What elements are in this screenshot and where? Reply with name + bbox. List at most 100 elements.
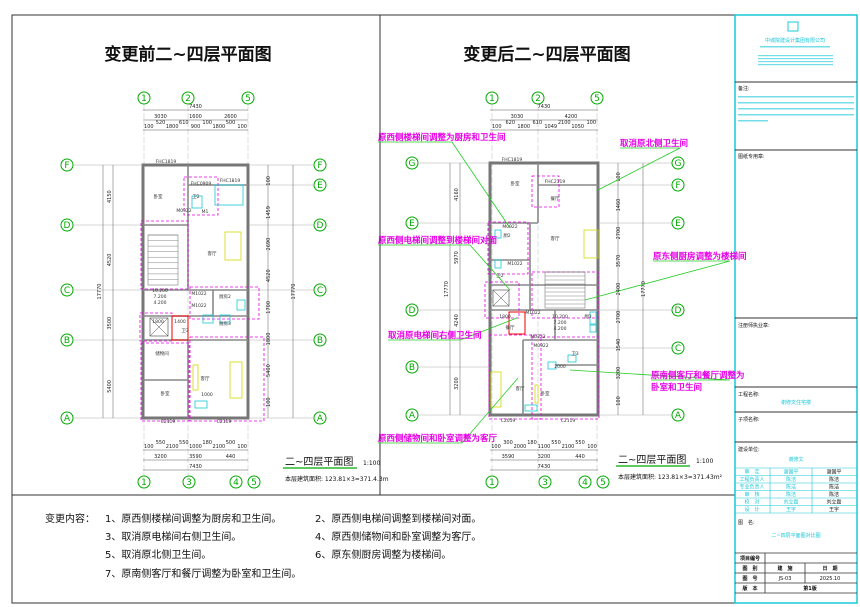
fixture [567, 354, 577, 363]
dimension-text: 610 [179, 120, 189, 126]
role-name: 刘立磊 [783, 499, 798, 506]
fixture [589, 311, 597, 325]
fixture [194, 400, 208, 409]
leader-line [597, 147, 681, 191]
room-label: M0922 [502, 224, 517, 230]
dimension-text: 1540 [616, 339, 622, 352]
axis-label: A [64, 414, 71, 424]
project-value: 谢修文住宅楼 [781, 399, 811, 406]
seal-label: 图纸专用章: [738, 153, 765, 160]
dimension-text: 7430 [189, 104, 202, 110]
exterior-wall [488, 161, 600, 417]
change-zone [140, 220, 189, 290]
room-label: C2119 [217, 419, 232, 425]
axis-label: 5 [594, 94, 600, 104]
dimension-text: 100 [144, 444, 154, 450]
axis-label: 5 [245, 94, 251, 104]
dimension-text: 520 [156, 120, 166, 126]
staircase [147, 234, 179, 286]
dimension-text: 1600 [189, 114, 202, 120]
fixture [236, 299, 246, 311]
room-label: 10.200 [552, 314, 568, 320]
dimension-text: 7430 [538, 464, 551, 470]
dimension-text: 4520 [107, 254, 113, 267]
room-label: 卫2 [496, 273, 503, 279]
dimension-text: 5400 [107, 380, 113, 393]
dimension-text: 500 [226, 120, 236, 126]
leader-line [378, 244, 511, 291]
dimension-text: 4200 [565, 114, 578, 120]
dimension-text: 3570 [616, 255, 622, 268]
axis-label: 5 [600, 478, 606, 488]
role-label: 审 定 [744, 469, 759, 476]
dimension-text: 17770 [291, 284, 297, 300]
signature-table: 审 定谢国平谢国平工程负责人陈洁陈洁专业负责人陈洁陈洁审 核陈洁陈洁校 对刘立磊… [735, 467, 857, 514]
change-annotation: 原西侧楼梯间调整为厨房和卫生间 [378, 132, 506, 143]
room-label: M1022 [191, 291, 206, 297]
room-label: 厨2 [503, 233, 510, 239]
exterior-wall [141, 163, 250, 420]
role-label: 审 核 [744, 491, 759, 498]
role-label: 工程负责人 [739, 476, 764, 483]
plan-scale: 1:100 [696, 458, 713, 465]
axis-label: 1 [489, 94, 495, 104]
role-name: 陈洁 [786, 491, 796, 498]
elevator [149, 317, 169, 337]
axis-label: A [409, 411, 416, 421]
dimension-text: 3200 [154, 454, 167, 460]
fixture [494, 259, 502, 269]
room-label: M1022 [191, 303, 206, 309]
version-label: 版 本 [742, 585, 758, 592]
axis-label: F [64, 161, 69, 171]
axis-label: 4 [582, 478, 588, 488]
axis-bubble [531, 91, 545, 105]
room-label: M1 [202, 209, 209, 215]
dimension-text: 1050 [571, 124, 584, 130]
room-label: 储物间 [155, 350, 169, 357]
axis-label: 2 [535, 94, 541, 104]
axis-label: 1 [489, 478, 495, 488]
axis-label: G [409, 159, 416, 169]
dimension-text: 440 [575, 454, 585, 460]
room-label: 4.200 [154, 300, 167, 306]
plan-caption: 二~四层平面图 [285, 456, 353, 468]
plan-caption: 二~四层平面图 [618, 454, 686, 466]
category-label: 图 别 [742, 565, 757, 572]
change-zone [531, 336, 600, 420]
dimension-text: 180 [527, 440, 537, 446]
role-signature: 陈洁 [829, 491, 839, 498]
leader-line [378, 377, 519, 444]
note-item: 1、原西侧楼梯间调整为厨房和卫生间。 [105, 512, 281, 525]
title-block-border [734, 14, 858, 604]
dimension-text: 5970 [454, 251, 460, 264]
change-zone [488, 334, 542, 420]
change-zone [189, 336, 265, 422]
change-notes: 变更内容： 1、原西侧楼梯间调整为厨房和卫生间。 2、原西侧电梯间调整到楼梯间对… [45, 512, 481, 580]
role-name: 谢国平 [783, 469, 798, 476]
leader-line [388, 317, 518, 341]
axis-bubble [137, 91, 151, 105]
axis-label: G [675, 159, 682, 169]
dimension-text: 2100 [558, 120, 571, 126]
fixture [494, 229, 502, 239]
axis-label: 5 [251, 478, 257, 488]
room-label: M0922 [176, 208, 191, 214]
room-label: M1022 [525, 310, 540, 316]
dimension-text: 3590 [189, 454, 202, 460]
dimension-text: 1049 [544, 124, 557, 130]
axis-label: B [64, 336, 70, 346]
room-label: 卧室 [154, 193, 163, 200]
change-zone [531, 175, 560, 208]
room-label: C2119 [561, 418, 576, 424]
dimension-text: 2100 [562, 444, 575, 450]
role-signature: 王宇 [829, 506, 839, 513]
floor-area: 本层建筑面积: 123.81×3=371.43m² [618, 473, 723, 481]
room-label: 10.200 [152, 288, 168, 294]
room-label: FHC1819 [156, 159, 177, 165]
room-label: 卫2 [192, 194, 199, 200]
notes-label: 变更内容： [45, 512, 95, 525]
axis-label: F [317, 161, 322, 171]
role-signature: 陈洁 [829, 476, 839, 483]
fixture [589, 324, 597, 333]
